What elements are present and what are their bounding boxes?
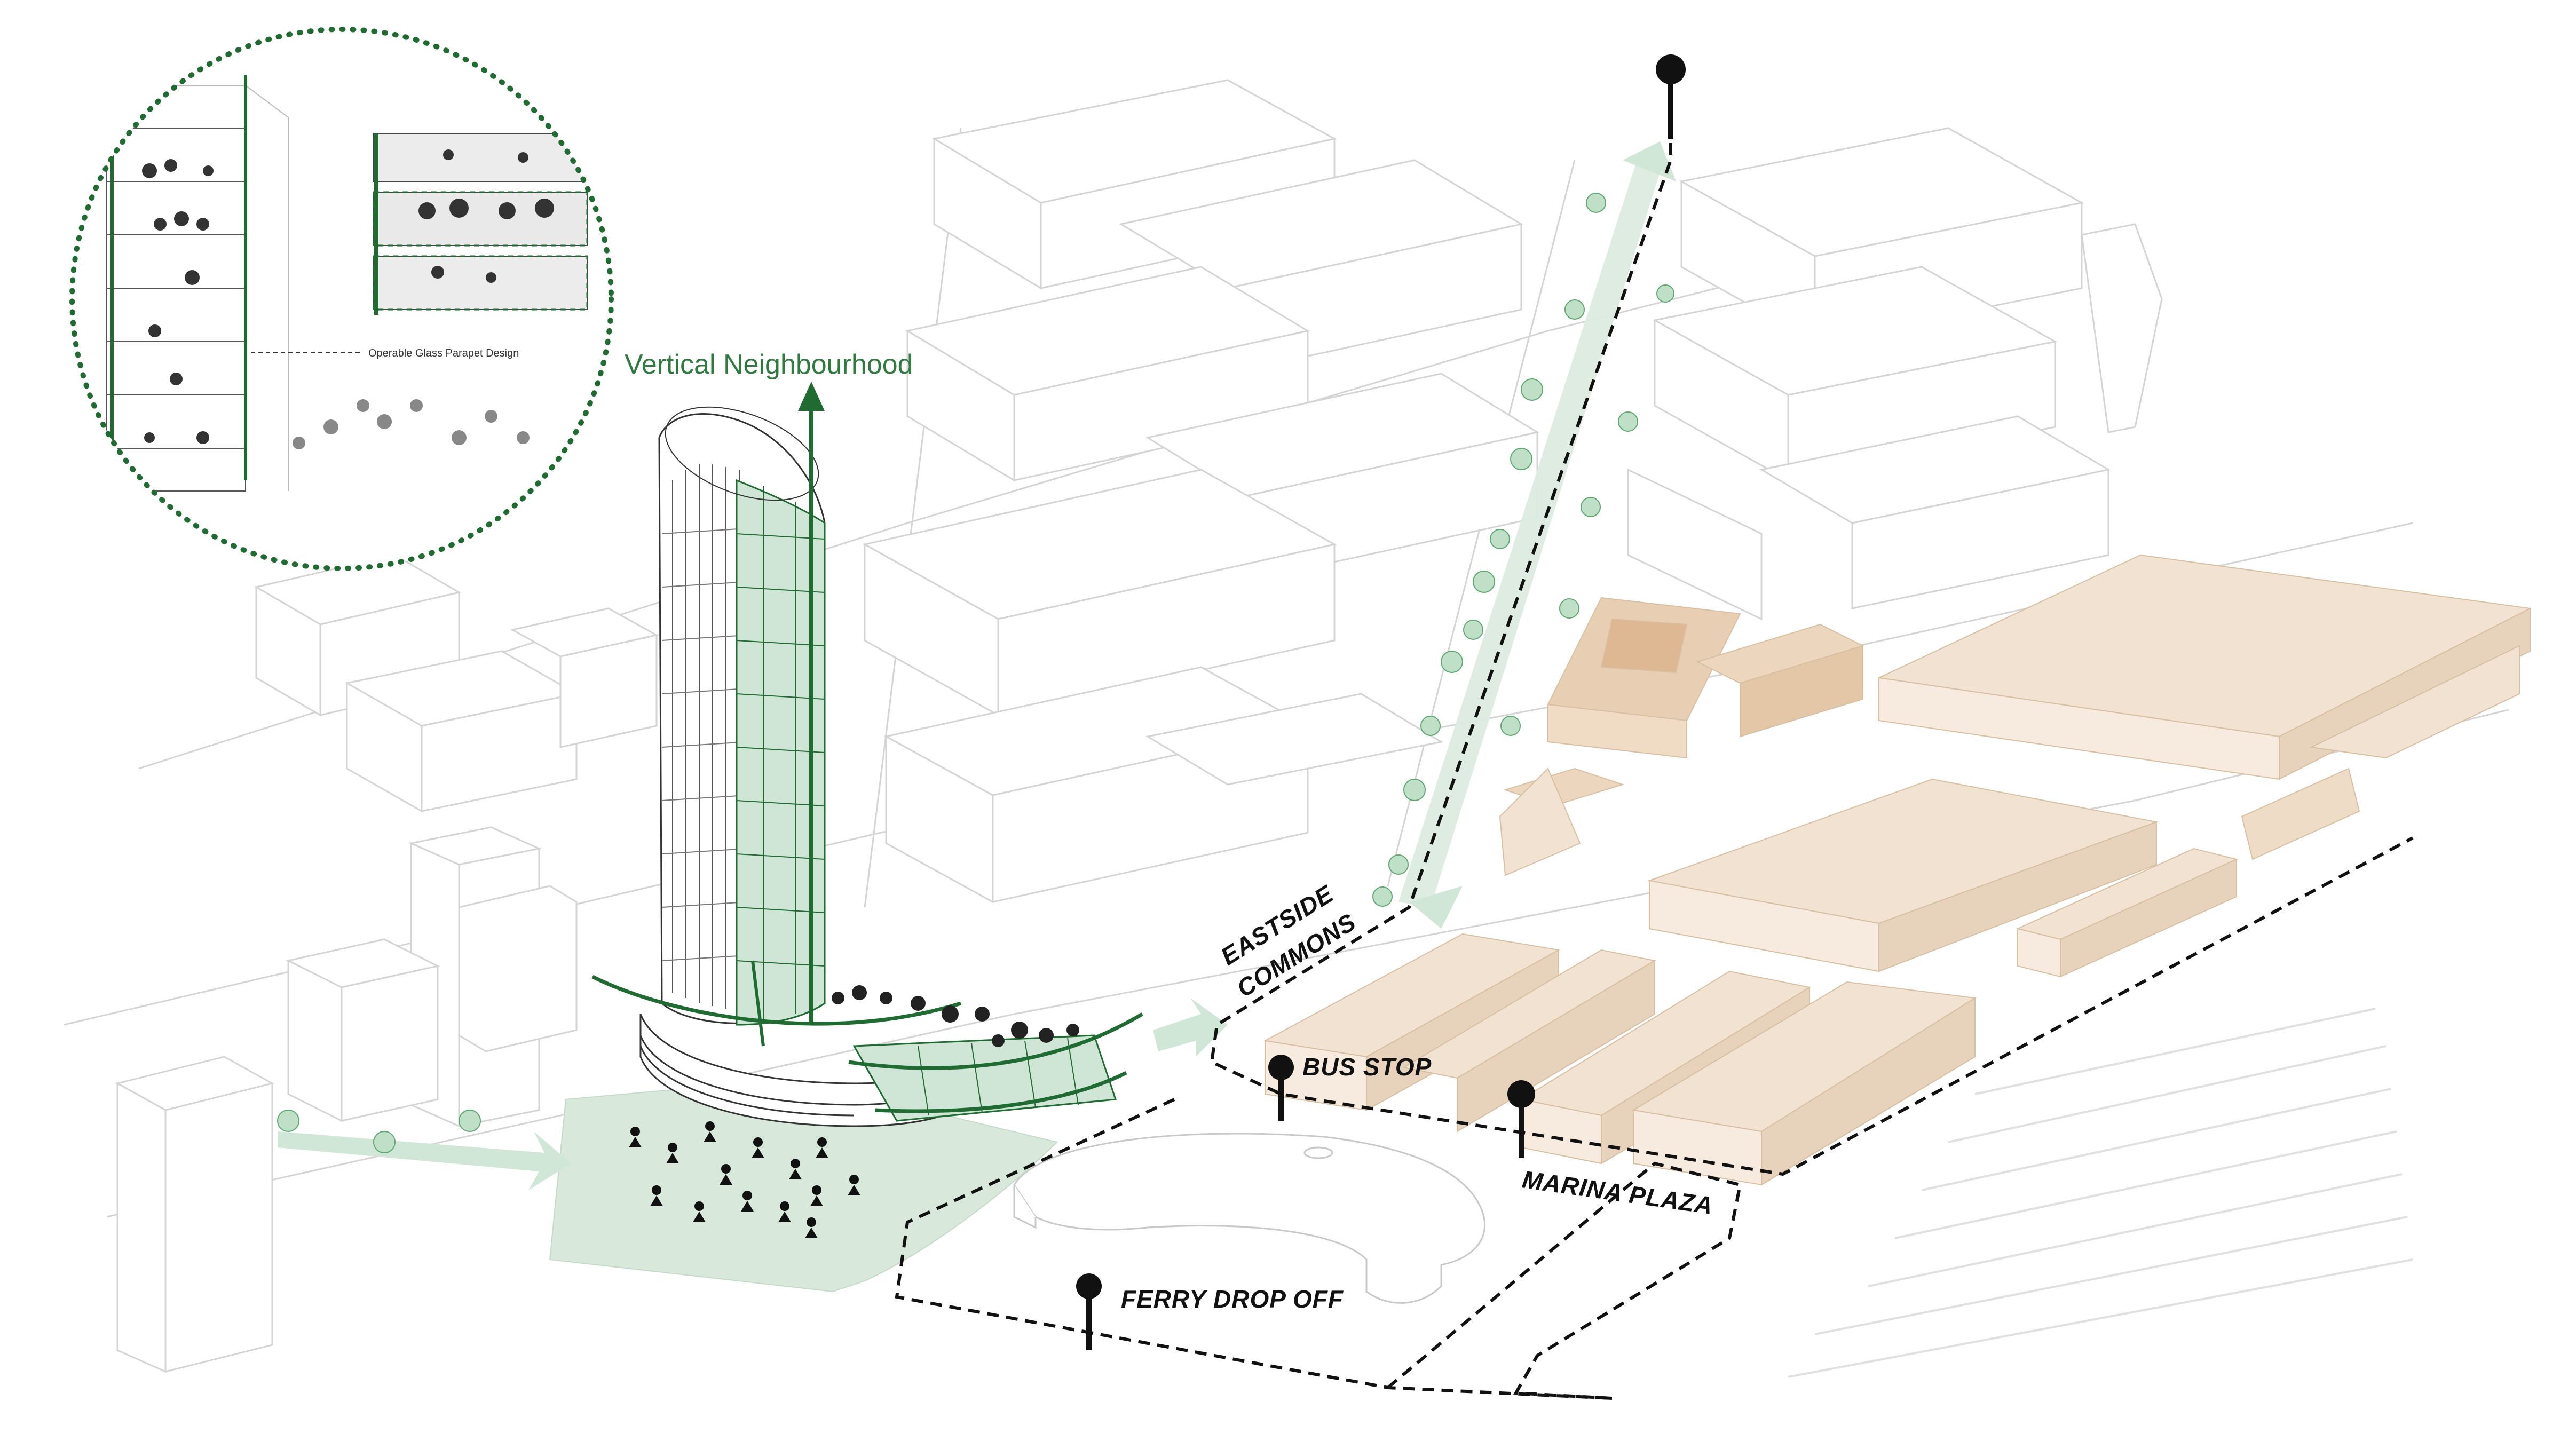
detail-lens: Operable Glass Parapet Design <box>69 27 614 571</box>
map-pin-icon[interactable] <box>1268 1055 1294 1121</box>
map-pin-icon[interactable] <box>1507 1080 1535 1158</box>
context-city <box>64 79 2509 1378</box>
parapet-note: Operable Glass Parapet Design <box>368 347 519 359</box>
tan-district-buildings <box>1263 554 2532 1186</box>
public-plaza <box>549 1088 1058 1293</box>
greenway-route <box>277 85 2414 1400</box>
vertical-neighbourhood-tower <box>591 382 1143 1127</box>
person-icon <box>629 1121 860 1238</box>
map-pin-icon[interactable] <box>1076 1273 1102 1350</box>
bus-stop-label: BUS STOP <box>1302 1053 1432 1081</box>
transit-pins <box>1076 54 1686 1350</box>
marina-plaza-label: MARINA PLAZA <box>1521 1165 1715 1220</box>
vertical-neighbourhood-label: Vertical Neighbourhood <box>625 349 913 380</box>
ferry-drop-off-label: FERRY DROP OFF <box>1121 1285 1344 1313</box>
map-pin-icon[interactable] <box>1656 54 1686 139</box>
ferry-terminal-building <box>1013 1133 1485 1304</box>
